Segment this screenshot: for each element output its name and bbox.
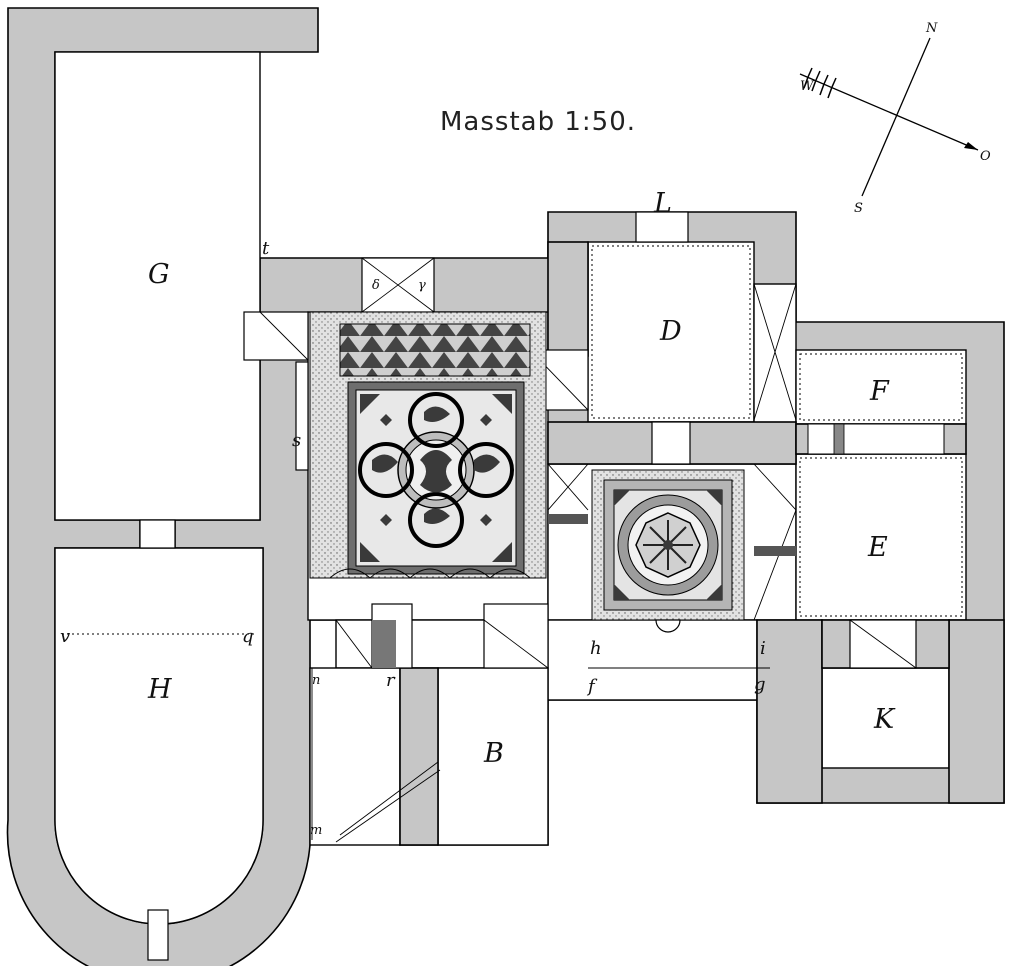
mosaic-small (591, 469, 745, 633)
point-label-q: q (242, 626, 254, 647)
room-label-e: E (867, 532, 888, 563)
compass-west: W (800, 79, 815, 94)
point-label-s: s (292, 430, 301, 451)
compass-rose: N S O W (799, 21, 991, 216)
door-t-west (243, 311, 309, 361)
room-label-h: H (147, 674, 172, 705)
point-label-h: h (590, 638, 602, 659)
room-label-k: K (873, 704, 896, 735)
door-l (635, 211, 689, 243)
door-h-apse (147, 909, 169, 961)
point-label-n: n (312, 673, 320, 688)
compass-feather-icon (803, 67, 837, 99)
room-label-f: F (869, 376, 890, 407)
dotted-borders (62, 245, 963, 635)
door-crosses (259, 257, 917, 843)
room-label-b: B (483, 738, 504, 769)
wall-k-right (948, 619, 1005, 804)
room-label-g: G (148, 259, 170, 290)
door-d-south (651, 421, 691, 465)
mosaic-large (309, 311, 547, 579)
wall-south-k (756, 619, 823, 804)
strip-s (295, 361, 309, 471)
point-label-m: m (310, 823, 322, 838)
wall-d-west (547, 241, 589, 357)
point-label-g: g (754, 674, 766, 695)
compass-north: N (925, 21, 938, 36)
door-corridor-b (483, 603, 549, 669)
point-label-i: i (760, 638, 766, 659)
room-h-interior (54, 547, 264, 925)
scale-label: Masstab 1:50. (440, 107, 636, 137)
corridor-h-i (547, 619, 758, 701)
compass-east: O (980, 149, 991, 164)
room-g-interior (54, 51, 261, 521)
point-label-v: v (60, 626, 70, 647)
compass-south: S (854, 201, 863, 216)
door-g-h (139, 519, 176, 549)
point-label-delta: δ (372, 278, 380, 293)
compass-arrow-icon (964, 142, 978, 150)
wall-c-lower (399, 667, 439, 846)
point-label-gamma: γ (418, 278, 426, 293)
room-label-d: D (659, 316, 682, 347)
point-label-t: t (262, 238, 270, 259)
room-label-l: L (653, 188, 672, 219)
room-e-interior (795, 453, 967, 621)
room-d-interior (587, 241, 755, 423)
room-f-interior (795, 349, 967, 425)
point-label-r: r (386, 670, 396, 691)
corridor-r-m (309, 667, 401, 846)
beams (372, 423, 945, 668)
